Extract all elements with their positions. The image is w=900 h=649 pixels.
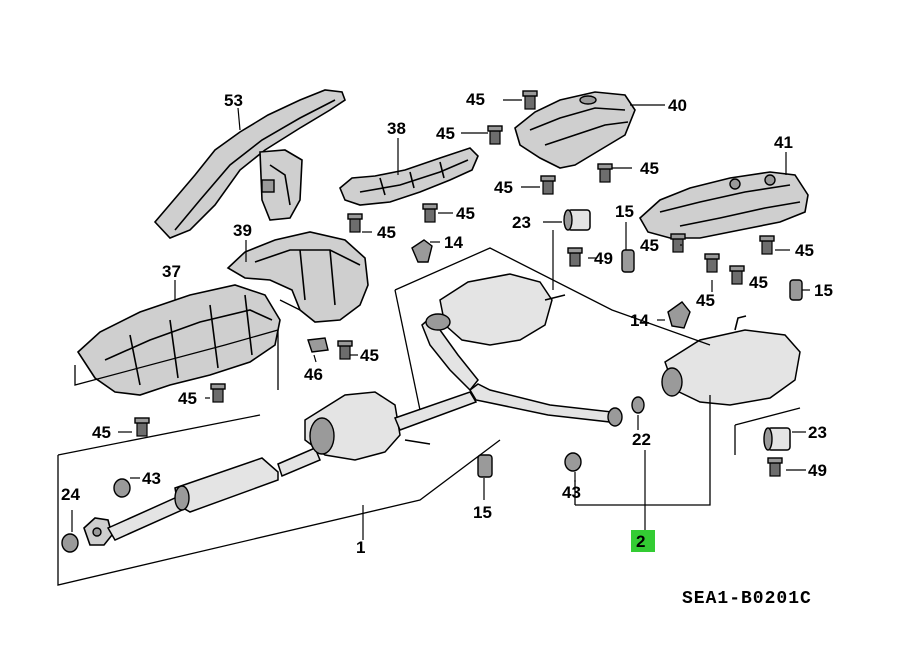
label-45-f: 45 (377, 223, 396, 242)
bolts (134, 90, 783, 477)
hangers-and-nuts (61, 209, 803, 553)
label-14-b: 14 (630, 311, 649, 330)
label-43-a: 43 (142, 469, 161, 488)
highlight-part-2 (631, 530, 655, 552)
label-14-a: 14 (444, 233, 463, 252)
label-43-b: 43 (562, 483, 581, 502)
label-22: 22 (632, 430, 651, 449)
part-1-exhaust-pipe (83, 273, 801, 546)
label-45-e: 45 (456, 204, 475, 223)
label-24: 24 (61, 485, 80, 504)
label-53: 53 (224, 91, 243, 110)
label-45-k: 45 (360, 346, 379, 365)
label-49-a: 49 (594, 249, 613, 268)
label-15-c: 15 (473, 503, 492, 522)
label-45-i: 45 (749, 273, 768, 292)
label-2: 2 (636, 532, 645, 551)
label-45-a: 45 (466, 90, 485, 109)
label-45-d: 45 (494, 178, 513, 197)
label-15-a: 15 (615, 202, 634, 221)
label-39: 39 (233, 221, 252, 240)
guide-lines (57, 247, 801, 586)
label-46: 46 (304, 365, 323, 384)
part-40-heat-shield (514, 91, 636, 169)
label-23-b: 23 (808, 423, 827, 442)
label-1: 1 (356, 538, 365, 557)
label-15-b: 15 (814, 281, 833, 300)
label-45-g: 45 (640, 236, 659, 255)
label-41: 41 (774, 133, 793, 152)
label-49-b: 49 (808, 461, 827, 480)
part-41-heat-shield (638, 171, 809, 239)
part-53-shield (153, 89, 346, 239)
part-37-heat-shield (76, 284, 281, 396)
label-40: 40 (668, 96, 687, 115)
diagram-code: SEA1-B0201C (682, 589, 812, 609)
label-45-h: 45 (795, 241, 814, 260)
callout-labels: 53 38 45 45 40 45 45 41 45 45 14 23 15 4… (61, 90, 833, 609)
label-45-c: 45 (640, 159, 659, 178)
label-23-a: 23 (512, 213, 531, 232)
label-37: 37 (162, 262, 181, 281)
label-45-b: 45 (436, 124, 455, 143)
label-38: 38 (387, 119, 406, 138)
label-45-m: 45 (92, 423, 111, 442)
label-45-j: 45 (696, 291, 715, 310)
leader-lines (71, 99, 810, 540)
part-38-heat-shield (339, 147, 479, 206)
part-39-heat-shield (226, 231, 369, 323)
label-45-l: 45 (178, 389, 197, 408)
